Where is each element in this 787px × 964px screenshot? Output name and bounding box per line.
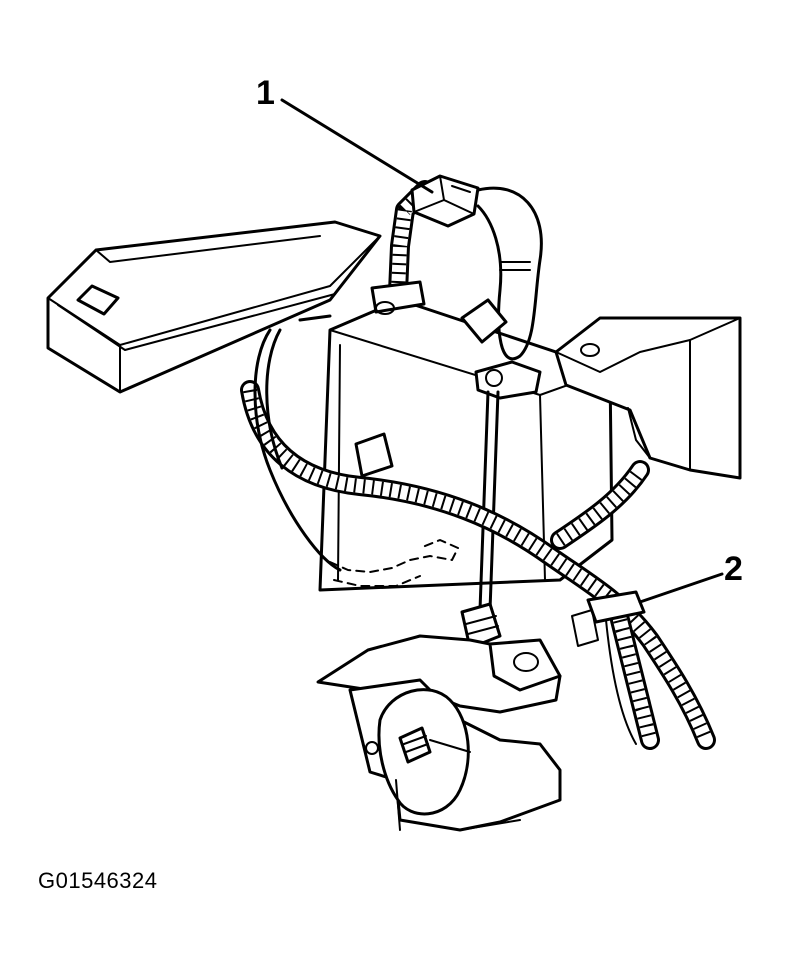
callout-1-leader xyxy=(280,98,434,194)
figure-id: G01546324 xyxy=(38,868,158,893)
callout-1-label: 1 xyxy=(256,74,275,112)
lower-mount-bracket xyxy=(316,634,562,832)
wiring-harness xyxy=(240,314,716,750)
callout-2-leader xyxy=(638,572,724,604)
callout-2-label: 2 xyxy=(724,550,743,588)
right-bracket xyxy=(554,316,742,480)
harness-clip xyxy=(354,432,646,647)
electrical-connector xyxy=(410,174,480,228)
ground-rod xyxy=(460,360,542,650)
pigtail-wire-loop xyxy=(460,186,543,361)
hidden-outline xyxy=(329,539,459,587)
fuse-box xyxy=(46,220,382,394)
